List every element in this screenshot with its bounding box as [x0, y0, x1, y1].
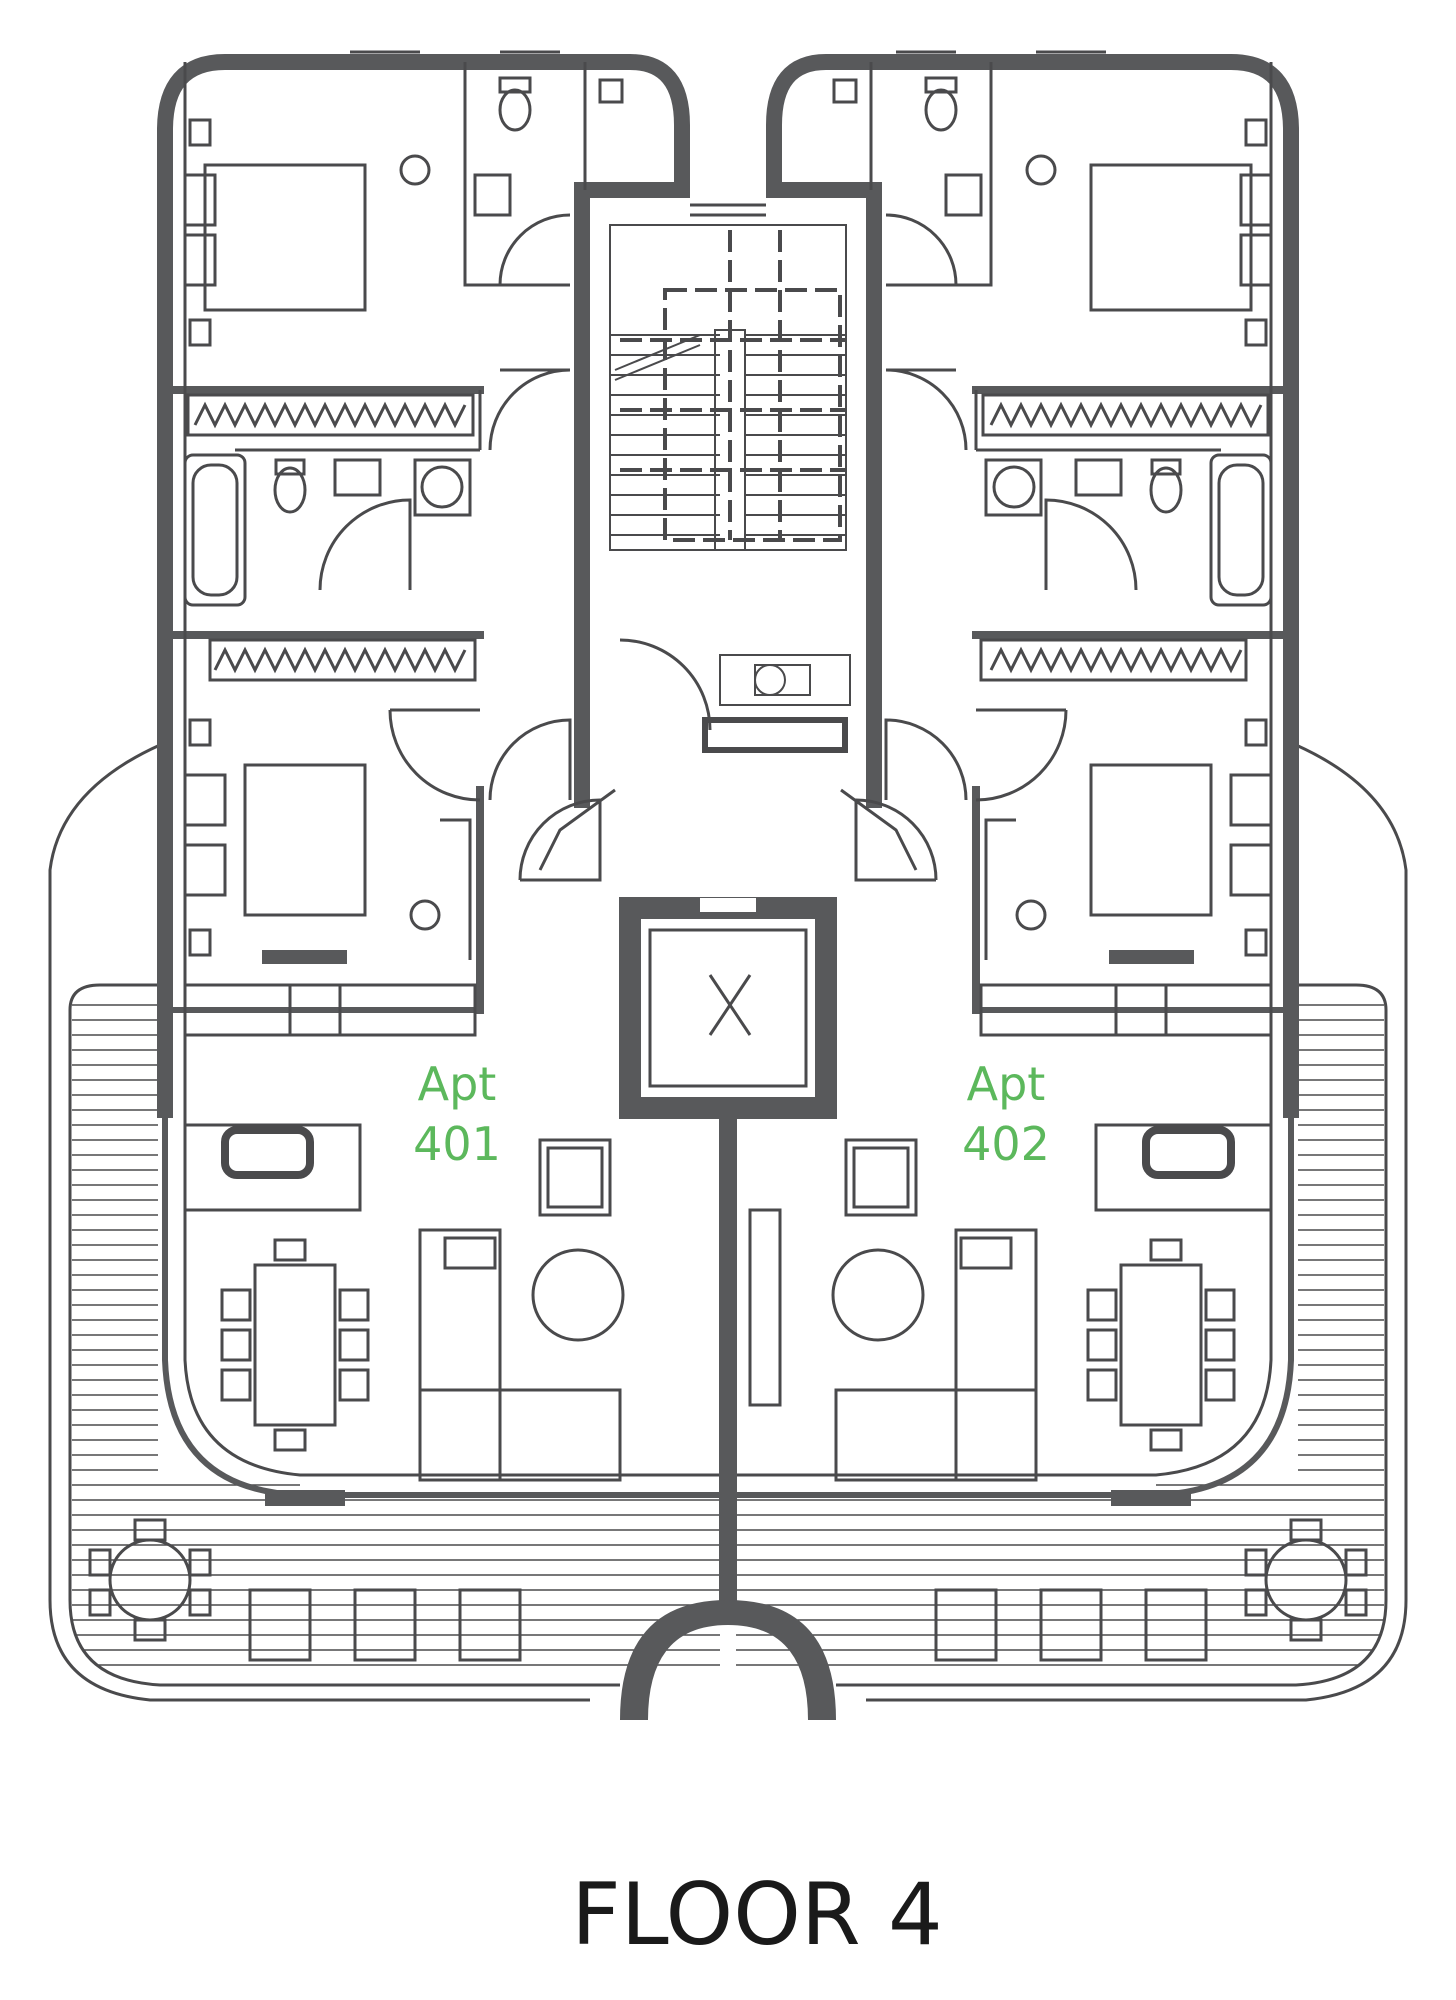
- bathrooms: [183, 76, 1273, 607]
- apt-401-label-line1: Apt: [418, 1057, 497, 1111]
- lift: [619, 897, 837, 1119]
- terrace-outline: [48, 743, 1408, 1702]
- floor-title: FLOOR 4: [571, 1865, 943, 1965]
- living-furniture: [418, 1138, 1038, 1482]
- staircase: [609, 224, 851, 753]
- beds: [183, 118, 1273, 960]
- door-swings: [318, 213, 1138, 882]
- terrace-decking-left: [72, 1004, 720, 1666]
- lobby-panel: [748, 1208, 782, 1407]
- entrance-arch: [620, 1600, 836, 1720]
- terrace-decking-right: [736, 1004, 1384, 1666]
- wardrobes: [186, 393, 1270, 682]
- apt-402-label-line1: Apt: [967, 1057, 1046, 1111]
- wall-details: [157, 365, 1299, 1506]
- terrace-furniture: [88, 1518, 1368, 1662]
- dining-tables: [220, 1238, 1236, 1452]
- apt-401-label-line2: 401: [413, 1117, 501, 1171]
- apt-402-label-line2: 402: [962, 1117, 1050, 1171]
- kitchens: [183, 983, 1273, 1212]
- lobby-doors: [538, 788, 918, 871]
- building-walls: [157, 54, 1299, 1498]
